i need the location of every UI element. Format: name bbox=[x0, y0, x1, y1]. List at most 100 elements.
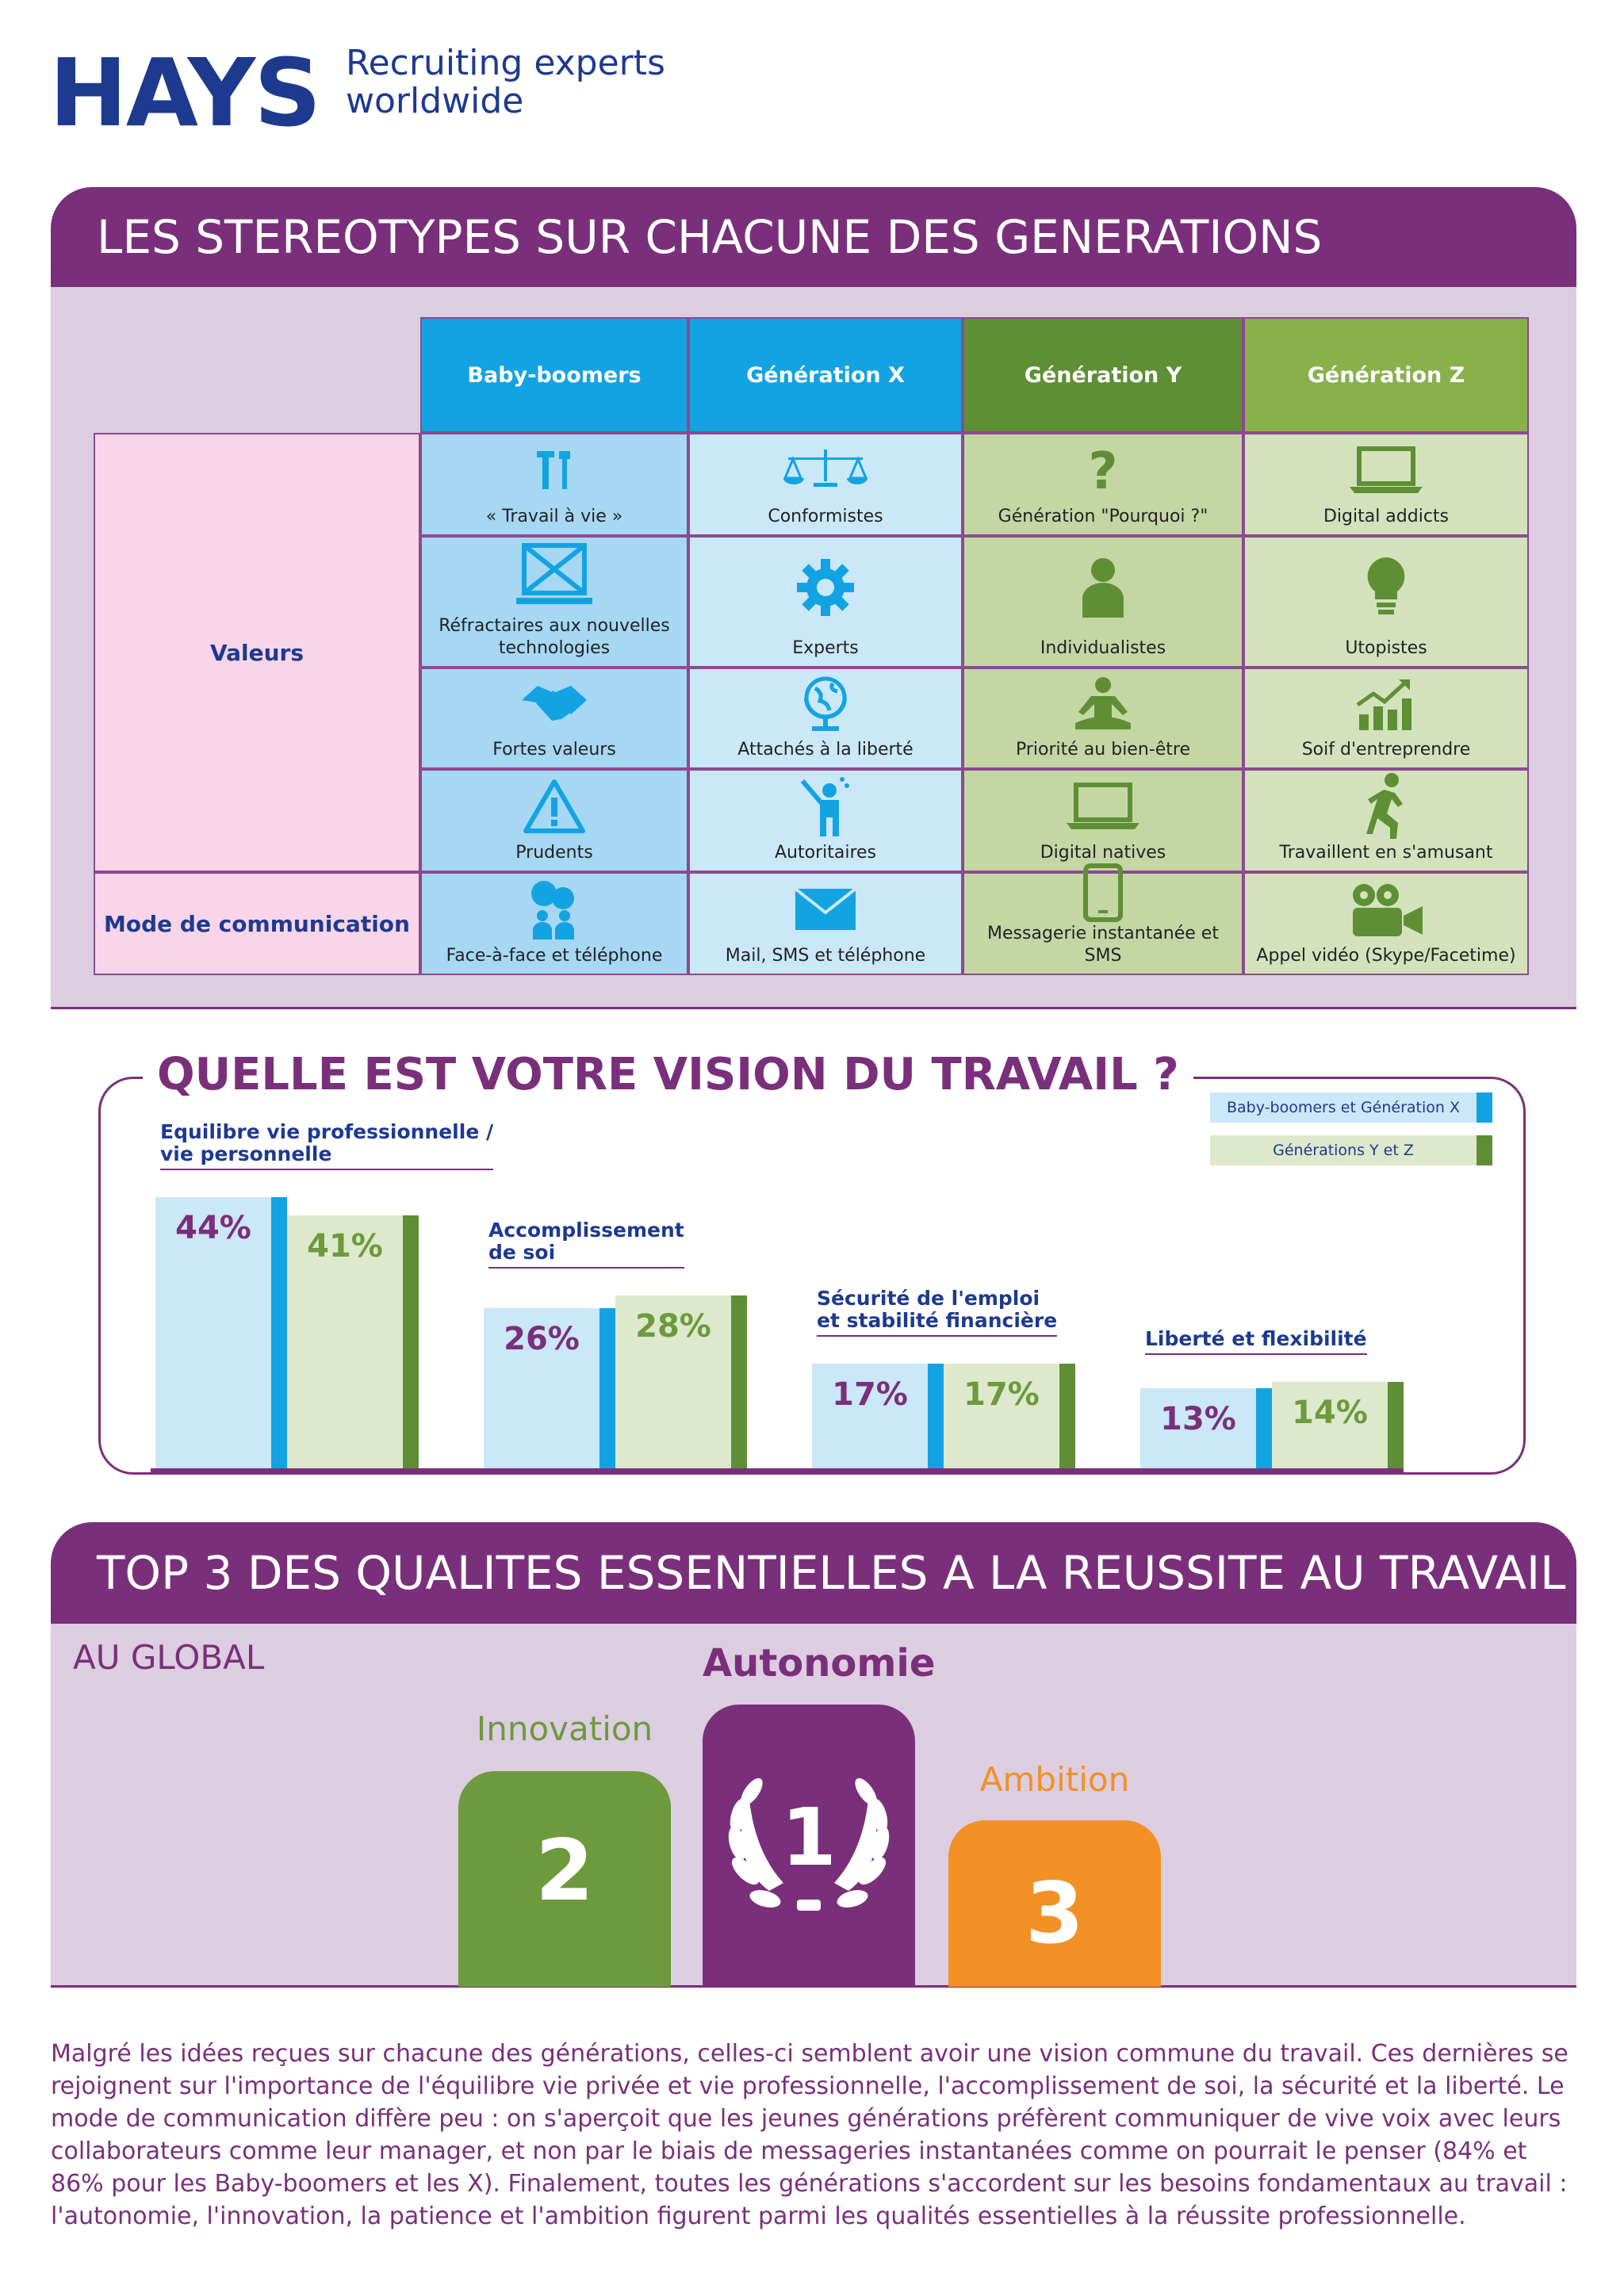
cell-label: Soif d'entreprendre bbox=[1301, 740, 1471, 760]
legend-bbx: Baby-boomers et Génération X bbox=[1210, 1093, 1492, 1123]
laurel-icon: 1 bbox=[728, 1777, 890, 1911]
row-label-communication: Mode de communication bbox=[94, 872, 420, 975]
bar-bbx bbox=[484, 1307, 615, 1468]
table-cell-generation-x: Conformistes bbox=[688, 433, 963, 536]
table-cell-generation-y: Digital natives bbox=[963, 769, 1243, 872]
column-header-baby-boomers: Baby-boomers bbox=[420, 317, 688, 433]
cell-label: Experts bbox=[792, 638, 859, 658]
tablet-icon bbox=[1082, 863, 1124, 923]
cell-label: Mail, SMS et téléphone bbox=[725, 946, 926, 966]
cell-label: Priorité au bien-être bbox=[1016, 740, 1190, 760]
bar-yz bbox=[615, 1295, 747, 1468]
bar-value-label: 44% bbox=[175, 1210, 251, 1246]
scales-icon bbox=[782, 434, 869, 506]
cell-label: « Travail à vie » bbox=[485, 507, 623, 526]
category-label-line: de soi bbox=[488, 1241, 556, 1265]
table-cell-baby-boomers: Prudents bbox=[420, 769, 688, 872]
cell-label: Utopistes bbox=[1345, 638, 1427, 658]
conductor-icon bbox=[798, 771, 853, 842]
cell-label: Digital natives bbox=[1040, 843, 1166, 863]
podium-1: 1 bbox=[703, 1705, 915, 1987]
cell-label: Attachés à la liberté bbox=[737, 740, 914, 760]
table-cell-generation-z: Digital addicts bbox=[1243, 433, 1529, 536]
column-header-generation-y: Génération Y bbox=[963, 317, 1243, 433]
chart-baseline bbox=[151, 1468, 1404, 1474]
bar-yz bbox=[1272, 1382, 1404, 1468]
category-label-line: Sécurité de l'emploi bbox=[817, 1286, 1040, 1310]
table-cell-generation-y: Messagerie instantanée et SMS bbox=[963, 863, 1243, 975]
au-global-label: AU GLOBAL bbox=[73, 1638, 265, 1677]
podium-3: 3 bbox=[948, 1820, 1161, 1987]
category-label-line: Equilibre vie professionnelle / bbox=[160, 1120, 494, 1143]
bar-value-label: 26% bbox=[504, 1320, 580, 1357]
table-cell-generation-x: Autoritaires bbox=[688, 769, 963, 872]
laptop-icon bbox=[1348, 434, 1424, 506]
hays-logo: HAYS bbox=[49, 38, 321, 147]
table-cell-baby-boomers: Réfractaires aux nouvelles technologies bbox=[420, 536, 688, 668]
table-cell-generation-z: Utopistes bbox=[1243, 536, 1529, 668]
crossed-computer-icon bbox=[515, 538, 594, 615]
bar-value-label: 17% bbox=[832, 1376, 908, 1413]
bar-yz bbox=[287, 1215, 419, 1468]
podium-2: 2 bbox=[458, 1771, 671, 1987]
cell-label: Travaillent en s'amusant bbox=[1279, 843, 1493, 863]
category-label: Equilibre vie professionnelle /vie perso… bbox=[160, 1120, 494, 1170]
envelope-icon bbox=[794, 874, 857, 945]
bar-value-label: 17% bbox=[963, 1376, 1040, 1413]
column-header-generation-z: Génération Z bbox=[1243, 317, 1529, 433]
handshake-icon bbox=[519, 669, 590, 739]
cell-label: Appel vidéo (Skype/Facetime) bbox=[1256, 946, 1516, 966]
growth-chart-icon bbox=[1354, 669, 1418, 739]
cell-label: Réfractaires aux nouvelles technologies bbox=[439, 616, 670, 658]
conversation-icon bbox=[527, 874, 582, 945]
category-label-line: vie personnelle bbox=[160, 1142, 332, 1165]
bar-yz bbox=[944, 1363, 1075, 1468]
section-qualities-banner: TOP 3 DES QUALITES ESSENTIELLES A LA REU… bbox=[51, 1522, 1576, 1624]
table-cell-baby-boomers: « Travail à vie » bbox=[420, 433, 688, 536]
legend-bbx-label: Baby-boomers et Génération X bbox=[1227, 1099, 1460, 1116]
section-qualities-title: TOP 3 DES QUALITES ESSENTIELLES A LA REU… bbox=[97, 1546, 1566, 1600]
warning-icon bbox=[523, 771, 586, 842]
table-cell-generation-y: Priorité au bien-être bbox=[963, 668, 1243, 769]
bar-bbx bbox=[155, 1197, 287, 1468]
rank-1-text: 1 bbox=[781, 1791, 837, 1884]
podium-1-label: Autonomie bbox=[703, 1641, 936, 1686]
tagline: Recruiting experts worldwide bbox=[346, 44, 665, 121]
column-header-generation-x: Génération X bbox=[688, 317, 963, 433]
table-cell-generation-x: Experts bbox=[688, 536, 963, 668]
bar-value-label: 28% bbox=[635, 1308, 711, 1345]
tools-icon bbox=[530, 434, 578, 506]
table-cell-generation-x: Mail, SMS et téléphone bbox=[688, 872, 963, 975]
bar-value-label: 41% bbox=[307, 1228, 383, 1265]
divider bbox=[51, 1007, 1576, 1009]
cell-label: Prudents bbox=[515, 843, 593, 863]
cell-label: Autoritaires bbox=[774, 843, 876, 863]
bar-value-label: 14% bbox=[1292, 1395, 1368, 1432]
podium-2-label: Innovation bbox=[476, 1709, 653, 1748]
tagline-line-2: worldwide bbox=[346, 81, 524, 121]
row-label-valeurs: Valeurs bbox=[94, 433, 420, 872]
category-label-line: Accomplissement bbox=[488, 1219, 684, 1242]
bar-bbx bbox=[812, 1363, 944, 1468]
rank-3-text: 3 bbox=[1025, 1865, 1084, 1962]
question-mark-icon: ? bbox=[1083, 434, 1123, 506]
cell-label: Digital addicts bbox=[1323, 507, 1450, 526]
bar-bbx bbox=[1140, 1387, 1272, 1468]
vision-title: QUELLE EST VOTRE VISION DU TRAVAIL ? bbox=[143, 1045, 1193, 1105]
section-stereotypes-title: LES STEREOTYPES SUR CHACUNE DES GENERATI… bbox=[97, 210, 1323, 264]
person-icon bbox=[1079, 538, 1127, 637]
cell-label: Fortes valeurs bbox=[492, 740, 616, 760]
cell-label: Conformistes bbox=[768, 507, 883, 526]
legend-yz-label: Générations Y et Z bbox=[1273, 1142, 1414, 1159]
table-cell-generation-y: ? Génération "Pourquoi ?" bbox=[963, 433, 1243, 536]
svg-text:?: ? bbox=[1088, 444, 1117, 496]
cell-label: Face-à-face et téléphone bbox=[446, 946, 663, 966]
meditation-icon bbox=[1067, 669, 1139, 739]
video-camera-icon bbox=[1348, 874, 1424, 945]
cell-label: Génération "Pourquoi ?" bbox=[998, 507, 1208, 526]
table-cell-generation-z: Soif d'entreprendre bbox=[1243, 668, 1529, 769]
lightbulb-icon bbox=[1364, 538, 1408, 637]
table-cell-generation-y: Individualistes bbox=[963, 536, 1243, 668]
podium-3-label: Ambition bbox=[979, 1760, 1130, 1799]
